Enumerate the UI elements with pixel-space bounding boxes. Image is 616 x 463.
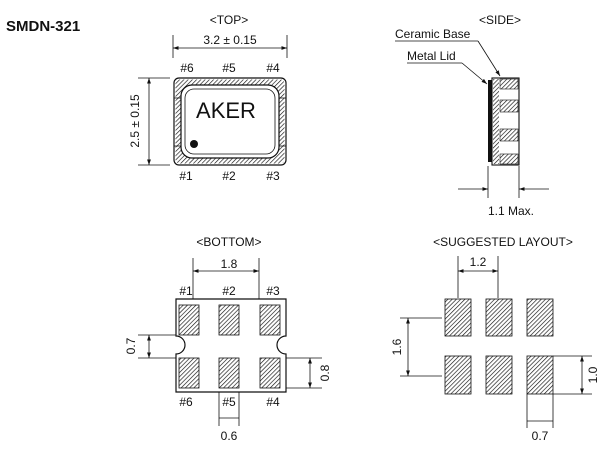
- bottom-pin-4: #4: [266, 395, 280, 409]
- side-view: <SIDE> Ceramic Base Metal Lid 1.1 Max.: [395, 13, 549, 218]
- layout-row-pitch-dim: 1.6: [390, 338, 404, 355]
- callout-ceramic-base: Ceramic Base: [395, 27, 471, 41]
- top-pin-1: #1: [179, 169, 193, 183]
- top-pin-5: #5: [222, 61, 236, 75]
- layout-pad-bottom-center: [485, 355, 513, 395]
- bottom-pad-4: [259, 357, 281, 389]
- bottom-pad-5: [218, 357, 240, 389]
- bottom-pad-3: [259, 304, 281, 336]
- bottom-view: <BOTTOM> 1.8 #1 #2 #3 #6 #5 #4 0.7 0.8: [124, 235, 332, 443]
- callout-metal-lid: Metal Lid: [407, 49, 456, 63]
- top-pin-3: #3: [266, 169, 280, 183]
- top-pin-2: #2: [222, 169, 236, 183]
- top-height-dim: 2.5 ± 0.15: [128, 94, 142, 148]
- top-brand-marking: AKER: [196, 98, 256, 123]
- bottom-pad-1: [178, 304, 200, 336]
- layout-view-label: <SUGGESTED LAYOUT>: [433, 235, 573, 249]
- layout-pad-top-right: [526, 298, 554, 337]
- bottom-pin-5: #5: [222, 395, 236, 409]
- callout-base-leader: [477, 40, 501, 77]
- top-view: <TOP> 3.2 ± 0.15 2.5 ± 0.15 #6 #5 #4 #1 …: [128, 13, 288, 183]
- side-package-body: [488, 77, 520, 166]
- layout-pad-width-dim: 0.7: [532, 429, 549, 443]
- bottom-pad-2: [218, 304, 240, 336]
- callout-lid-leader: [461, 62, 488, 85]
- bottom-package-outline: [175, 298, 287, 393]
- layout-pad-height-dim: 1.0: [586, 366, 600, 383]
- bottom-view-label: <BOTTOM>: [196, 235, 261, 249]
- bottom-pitch-dim: 1.8: [221, 257, 238, 271]
- suggested-layout-view: <SUGGESTED LAYOUT> 1.2 1.6 1.0 0.7: [390, 235, 600, 443]
- bottom-pad-width-dim: 0.6: [221, 429, 238, 443]
- bottom-pin-6: #6: [179, 395, 193, 409]
- top-pin-4: #4: [266, 61, 280, 75]
- layout-pad-bottom-left: [444, 355, 472, 395]
- bottom-pad-height-dim: 0.8: [318, 364, 332, 381]
- side-height-dim: 1.1 Max.: [488, 204, 534, 218]
- side-view-label: <SIDE>: [479, 13, 521, 27]
- bottom-pad-6: [178, 357, 200, 389]
- bottom-pin-3: #3: [266, 284, 280, 298]
- top-view-label: <TOP>: [210, 13, 248, 27]
- layout-pad-bottom-right: [526, 355, 554, 395]
- layout-pad-top-center: [485, 298, 513, 337]
- pin1-indicator-dot: [190, 140, 198, 148]
- top-width-dim: 3.2 ± 0.15: [203, 33, 257, 47]
- layout-pad-top-left: [444, 298, 472, 337]
- part-number-title: SMDN-321: [6, 18, 80, 35]
- top-package-body: [173, 77, 287, 166]
- bottom-pin-1: #1: [179, 284, 193, 298]
- bottom-pin-2: #2: [222, 284, 236, 298]
- layout-pitch-dim: 1.2: [470, 255, 487, 269]
- bottom-gap-dim: 0.7: [124, 337, 138, 354]
- top-pin-6: #6: [180, 61, 194, 75]
